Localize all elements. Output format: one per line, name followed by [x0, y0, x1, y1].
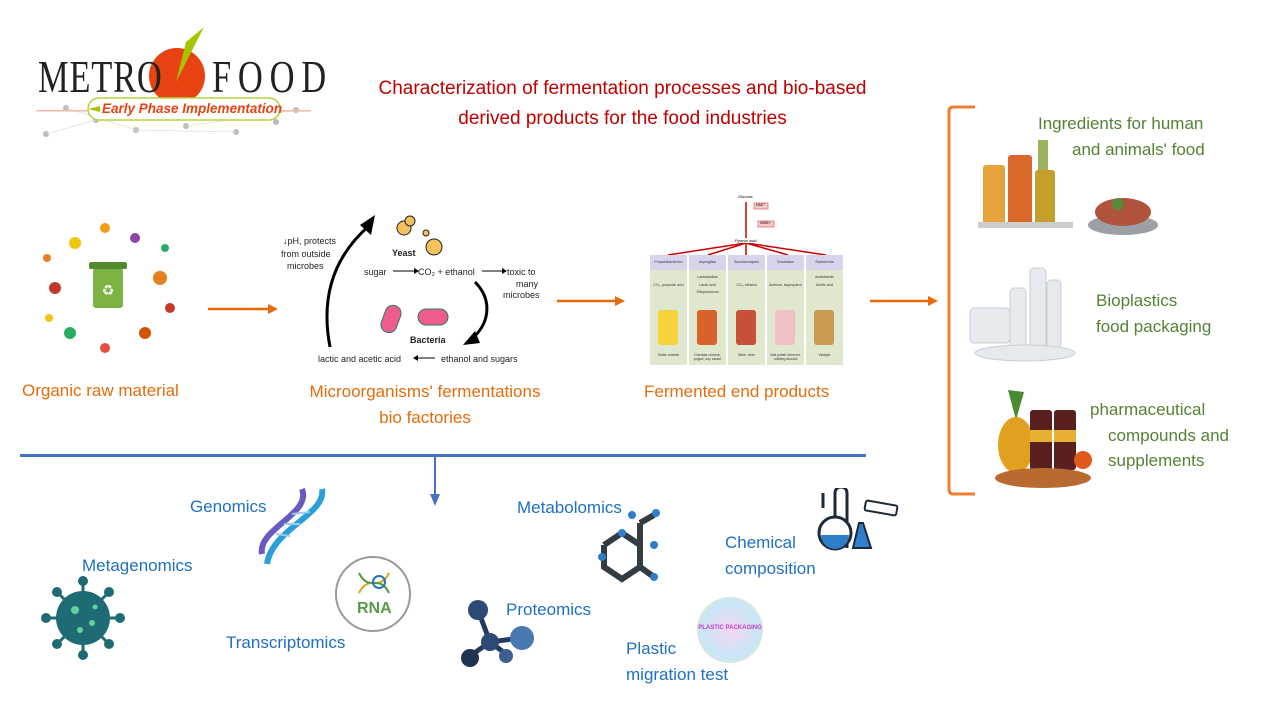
organic-waste-image: ♻ — [35, 218, 180, 358]
product-image — [658, 310, 678, 345]
pathway-product: CO₂, ethanol — [736, 283, 757, 287]
product-image — [775, 310, 795, 345]
lab-flask-icon — [817, 488, 899, 551]
rna-text: RNA — [357, 600, 392, 617]
output-bioplastics-2: food packaging — [1096, 317, 1212, 336]
co2-ethanol-text: CO₂ + ethanol — [418, 267, 475, 277]
dna-icon — [258, 487, 326, 565]
product-image — [736, 310, 756, 345]
metabolomics-label: Metabolomics — [517, 498, 622, 517]
ph-text: ↓pH, protects — [283, 236, 337, 246]
pathway-food: Cheddar cheese, yogurt, soy sauce — [693, 353, 722, 361]
divider-line — [20, 454, 866, 457]
molecule-hexagon-icon — [598, 509, 660, 583]
pathway-food: Wine, beer — [738, 353, 755, 357]
product-image — [814, 310, 834, 345]
pathway-food: Swiss cheese — [657, 353, 680, 357]
logo-tagline: Early Phase Implementation — [102, 101, 283, 116]
virus-icon — [41, 576, 125, 660]
pathway-organism: Propionibacterium — [650, 255, 687, 270]
ethanol-sugars-text: ethanol and sugars — [441, 354, 518, 364]
chemical-composition-label-2: composition — [725, 559, 816, 578]
pathway-organism: Clostridium — [767, 255, 804, 270]
product-image — [697, 310, 717, 345]
transcriptomics-label: Transcriptomics — [226, 633, 346, 652]
proteomics-label: Proteomics — [506, 600, 592, 619]
microorganisms-label: Microorganisms' fermentations bio factor… — [285, 379, 565, 431]
plastic-packaging-text: PLASTIC PACKAGING — [698, 625, 762, 631]
fermentation-cycle-diagram: ↓pH, protects from outside microbes Yeas… — [275, 185, 555, 370]
pathway-organism: Aspergillus Lactobacillus Streptococcus — [689, 255, 726, 294]
metrofood-logo: METRO FOOD Early Phase Implementation — [36, 22, 326, 140]
toxic-text-2: many — [516, 279, 539, 289]
pathway-product: CO₂, propionic acid — [653, 283, 684, 287]
fermented-end-products-label: Fermented end products — [644, 382, 830, 401]
toxic-text-3: microbes — [503, 290, 540, 300]
output-pharma-2: compounds and — [1108, 426, 1229, 445]
yeast-label: Yeast — [392, 248, 416, 258]
supplements-image — [995, 390, 1092, 488]
title-line-1: Characterization of fermentation process… — [378, 78, 867, 99]
output-bioplastics-1: Bioplastics — [1096, 291, 1178, 310]
arrow-right-icon — [557, 296, 625, 306]
bacteria-label: Bacteria — [410, 335, 446, 345]
pathway-product: Acetic acid — [816, 283, 833, 287]
arrow-right-icon — [870, 296, 938, 306]
down-arrow-icon: ↓ — [283, 236, 288, 246]
pathway-product: Acetone, isopropanol — [769, 283, 802, 287]
plastic-packaging-image: PLASTIC PACKAGING — [697, 597, 763, 663]
chemical-composition-label-1: Chemical — [725, 533, 796, 552]
molecule-proteomics-icon — [461, 600, 534, 667]
svg-text:♻: ♻ — [102, 282, 115, 298]
organic-raw-material-label: Organic raw material — [22, 381, 179, 400]
microorganisms-label-1: Microorganisms' fermentations — [309, 382, 541, 401]
toxic-text: toxic to — [507, 267, 536, 277]
bioplastics-image — [969, 267, 1076, 362]
title-line-2: derived products for the food industries — [458, 108, 787, 129]
pathway-organism: Saccharomyces — [728, 255, 765, 270]
slide-title: Characterization of fermentation process… — [300, 74, 945, 134]
arrow-right-icon — [208, 304, 278, 314]
pathway-column: Lactic acidCheddar cheese, yogurt, soy s… — [689, 255, 726, 365]
bracket — [947, 105, 975, 496]
plastic-migration-label-1: Plastic — [626, 639, 677, 658]
output-food-ingredients-1: Ingredients for human — [1038, 114, 1204, 133]
metagenomics-label: Metagenomics — [82, 556, 193, 575]
plastic-migration-label-2: migration test — [626, 665, 729, 684]
genomics-label: Genomics — [190, 497, 267, 516]
glucose-text: Glucose — [738, 194, 753, 199]
arrow-down-icon — [430, 456, 440, 506]
acid-text: lactic and acetic acid — [318, 354, 402, 364]
nad-text: NAD⁺ — [756, 203, 766, 207]
pathway-organism: Escherichia Acetobacter — [806, 255, 843, 279]
food-jars-image — [978, 140, 1158, 235]
pathway-food: Nail polish remover, rubbing alcohol — [770, 353, 801, 361]
rna-icon: RNA — [335, 556, 411, 632]
ph-text-2: from outside — [281, 249, 331, 259]
logo-text-right: FOOD — [212, 51, 333, 102]
output-pharma-1: pharmaceutical — [1090, 400, 1206, 419]
pathway-product: Lactic acid — [689, 283, 726, 287]
output-pharma-3: supplements — [1108, 451, 1205, 470]
output-food-ingredients-2: and animals' food — [1072, 140, 1205, 159]
fermentation-pathway-figure: Glucose NAD⁺ NADH Pyruvic acid CO₂, prop… — [648, 193, 845, 368]
microorganisms-label-2: bio factories — [379, 408, 471, 427]
pathway-food: Vinegar — [818, 353, 831, 357]
pyruvic-acid-text: Pyruvic acid — [735, 238, 757, 243]
sugar-text: sugar — [364, 267, 387, 277]
logo-text-left: METRO — [38, 51, 163, 102]
nadh-text: NADH — [760, 221, 770, 225]
ph-text-3: microbes — [287, 261, 324, 271]
